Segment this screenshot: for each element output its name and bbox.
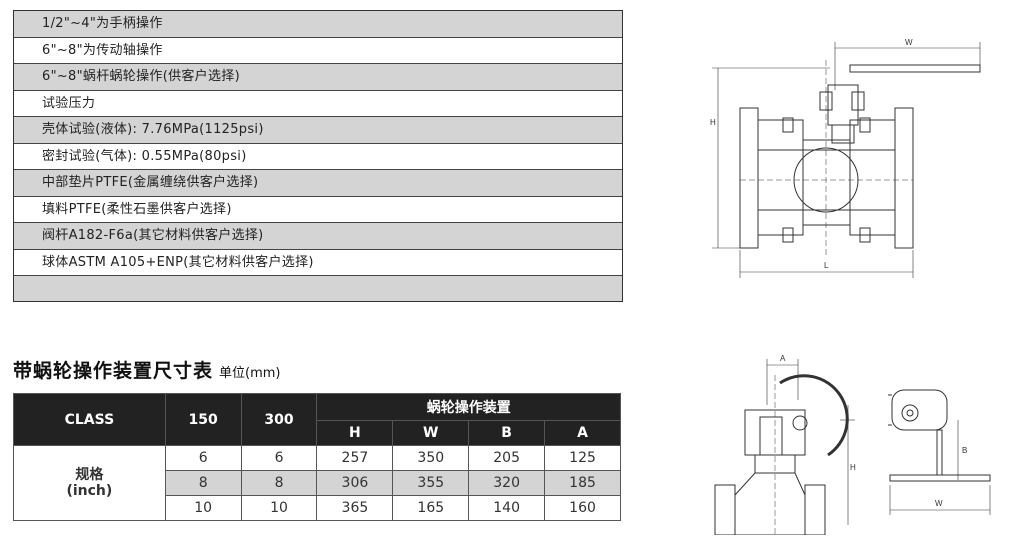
row-label-line1: 规格	[75, 467, 104, 483]
dimension-table: CLASS 150 300 蜗轮操作装置 H W B A 规格 (inch) 6…	[13, 393, 621, 521]
spec-row: 壳体试验(液体): 7.76MPa(1125psi)	[14, 117, 622, 144]
spec-row: 密封试验(气体): 0.55MPa(80psi)	[14, 143, 622, 170]
table-cell: 350	[392, 445, 470, 471]
header-a: A	[544, 420, 621, 446]
header-group: 蜗轮操作装置	[316, 393, 621, 421]
row-label-line2: (inch)	[66, 483, 113, 499]
dimension-w-label: W	[935, 499, 943, 508]
worm-gear-valve-drawing: A H	[714, 354, 856, 535]
spec-row: 1/2"~4"为手柄操作	[14, 11, 622, 38]
table-cell: 165	[392, 495, 470, 521]
section-title: 带蜗轮操作装置尺寸表单位(mm)	[13, 356, 281, 383]
section-title-text: 带蜗轮操作装置尺寸表	[13, 360, 214, 382]
table-cell: 306	[316, 470, 394, 496]
header-300: 300	[240, 393, 318, 446]
spec-row: 6"~8"蜗杆蜗轮操作(供客户选择)	[14, 64, 622, 91]
section-unit: 单位(mm)	[219, 366, 281, 381]
table-cell: 140	[468, 495, 546, 521]
header-150: 150	[164, 393, 242, 446]
spec-row: 阀杆A182-F6a(其它材料供客户选择)	[14, 223, 622, 250]
table-row: 规格 (inch) 6 6 257 350 205 125	[13, 445, 621, 521]
spec-row: 试验压力	[14, 90, 622, 117]
table-cell: 320	[468, 470, 546, 496]
table-cell: 160	[544, 495, 621, 521]
table-cell: 257	[316, 445, 394, 471]
dimension-w-label: W	[905, 38, 913, 47]
table-cell: 10	[164, 495, 242, 521]
table-cell: 185	[544, 470, 621, 496]
spec-row: 中部垫片PTFE(金属缠绕供客户选择)	[14, 170, 622, 197]
dimension-a-label: A	[780, 354, 786, 363]
table-cell: 355	[392, 470, 470, 496]
header-h: H	[316, 420, 394, 446]
table-cell: 10	[240, 495, 318, 521]
worm-gear-top-drawing: B W	[888, 389, 991, 515]
spec-list: 1/2"~4"为手柄操作 6"~8"为传动轴操作 6"~8"蜗杆蜗轮操作(供客户…	[13, 10, 623, 302]
table-cell: 365	[316, 495, 394, 521]
table-cell: 8	[164, 470, 242, 496]
header-class: CLASS	[13, 393, 166, 446]
header-b: B	[468, 420, 546, 446]
dimension-b-label: B	[962, 446, 967, 455]
table-cell: 6	[164, 445, 242, 471]
spec-row: 6"~8"为传动轴操作	[14, 37, 622, 64]
spec-row-empty	[14, 276, 622, 301]
table-row: 10 10 365 165 140 160	[14, 495, 621, 521]
ball-valve-lever-drawing: W H L	[710, 38, 981, 278]
table-cell: 125	[544, 445, 621, 471]
table-cell: 205	[468, 445, 546, 471]
row-label: 规格 (inch)	[13, 445, 166, 521]
table-row: 8 8 306 355 320 185	[14, 470, 621, 496]
table-cell: 8	[240, 470, 318, 496]
spec-row: 球体ASTM A105+ENP(其它材料供客户选择)	[14, 249, 622, 276]
dimension-l-label: L	[824, 261, 829, 270]
table-cell: 6	[240, 445, 318, 471]
spec-row: 填料PTFE(柔性石墨供客户选择)	[14, 196, 622, 223]
dimension-h-label: H	[710, 118, 716, 127]
header-w: W	[392, 420, 470, 446]
dimension-h-label: H	[850, 463, 856, 472]
